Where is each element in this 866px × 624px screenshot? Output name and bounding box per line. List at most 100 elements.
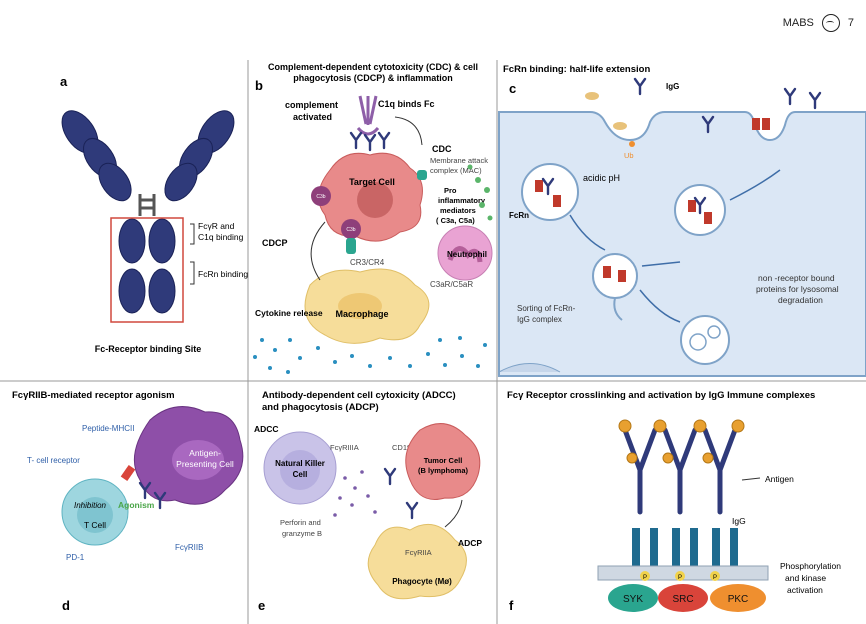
igg-label-c: IgG: [666, 82, 679, 91]
non-receptor-label-3: degradation: [778, 295, 823, 305]
pd1-label: PD-1: [66, 553, 85, 562]
cytokine-dots: [253, 336, 487, 374]
phagocyte-label: Phagocyte (Mø): [392, 577, 452, 586]
src-kinase: [658, 584, 708, 612]
page-number: 7: [847, 17, 854, 29]
phosphorylation-label-3: activation: [787, 585, 823, 595]
panel-c-title: FcRn binding: half-life extension: [503, 64, 650, 75]
panel-b-title-line1: Complement-dependent cytotoxicity (CDC) …: [268, 62, 478, 72]
neutrophil-label: Neutrophil: [447, 250, 487, 259]
panel-a: a FcγR and C1q binding FcRn binding Fc-R…: [60, 74, 248, 354]
acidic-ph-label: acidic pH: [583, 173, 620, 183]
panel-c: FcRn binding: half-life extension c IgG …: [498, 64, 866, 377]
panel-b: Complement-dependent cytotoxicity (CDC) …: [253, 62, 493, 374]
complement-label-1: complement: [285, 100, 338, 110]
c3ar-label: C3aR/C5aR: [430, 280, 473, 289]
c3b-label-2: C3b: [346, 227, 355, 233]
perforin-label-1: Perforin and: [280, 518, 321, 527]
c3b-label-1: C3b: [316, 194, 325, 200]
antigen-spheres: [618, 419, 745, 464]
mac-label-1: Membrane attack: [430, 156, 488, 165]
target-nucleus: [357, 182, 393, 218]
immune-complex: [622, 427, 738, 515]
journal-logo-icon: [821, 14, 840, 32]
ub-label: Ub: [624, 151, 634, 160]
endosome-1: [521, 163, 579, 221]
apc-label-1: Antigen-: [189, 448, 221, 458]
macrophage-label: Macrophage: [335, 309, 388, 319]
perforin-dots: [333, 470, 377, 517]
c1q-molecule: [356, 95, 380, 136]
panel-d-title: FcγRIIB-mediated receptor agonism: [12, 390, 175, 401]
fcgriiia-label: FcγRIIIA: [330, 443, 359, 452]
cytokine-label: Cytokine release: [255, 308, 323, 318]
fcgr-label: FcγR and: [198, 221, 235, 231]
src-label: SRC: [672, 594, 693, 605]
c3b-icon-1: [311, 186, 331, 206]
panel-f: Fcγ Receptor crosslinking and activation…: [507, 390, 841, 613]
fcgriib-label: FcγRIIB: [175, 543, 203, 552]
panel-d: FcγRIIB-mediated receptor agonism Antige…: [12, 390, 244, 613]
adcc-label: ADCC: [254, 424, 279, 434]
phagocyte-cell: [367, 523, 467, 600]
fcrn-label-c: FcRn: [509, 211, 529, 220]
pkc-kinase: [710, 584, 766, 612]
panel-e-title-line2: and phagocytosis (ADCP): [262, 402, 379, 413]
fc-receptors: [632, 528, 738, 566]
panel-letter-f: f: [509, 598, 514, 613]
cr-label: CR3/CR4: [350, 258, 385, 267]
tumor-cell: [405, 423, 481, 500]
p-label-1: P: [643, 575, 647, 581]
c3b-icon-2: [341, 219, 361, 239]
cell-interior: [498, 111, 866, 377]
nk-label-2: Cell: [293, 470, 308, 479]
non-receptor-label-1: non -receptor bound: [758, 273, 835, 283]
peptide-mhcii-label: Peptide-MHCII: [82, 424, 134, 433]
antigen-label: Antigen: [765, 474, 794, 484]
mac-complex-icon: [417, 170, 427, 180]
running-header: MABS 7: [783, 14, 854, 32]
igg-label-f: IgG: [732, 516, 746, 526]
phosphorylation-label-2: and kinase: [785, 573, 826, 583]
trafficking-arrows: [569, 169, 781, 323]
cd19-label: CD19: [392, 443, 411, 452]
pro-inflammatory-label-2: inflammatory: [438, 196, 486, 205]
phospho-sites: P P P: [640, 571, 720, 581]
phosphorylation-label-1: Phosphorylation: [780, 561, 841, 571]
agonism-label: Agonism: [118, 500, 155, 510]
t-cell-label: T Cell: [84, 520, 106, 530]
sorting-label-1: Sorting of FcRn-: [517, 304, 576, 313]
panel-letter-a: a: [60, 74, 68, 89]
panel-e: Antibody-dependent cell cytoxicity (ADCC…: [254, 390, 482, 613]
panel-a-caption: Fc-Receptor binding Site: [95, 344, 202, 354]
tumor-label-1: Tumor Cell: [424, 456, 463, 465]
fcrn-binding-label: FcRn binding: [198, 269, 248, 279]
panel-e-title-line1: Antibody-dependent cell cytoxicity (ADCC…: [262, 390, 456, 401]
panel-letter-e: e: [258, 598, 265, 613]
fc-region-box: [110, 217, 184, 323]
fcgriia-label: FcγRIIA: [405, 548, 432, 557]
endosome-3: [592, 253, 638, 299]
pro-inflammatory-label-3: mediators: [440, 206, 476, 215]
panel-letter-b: b: [255, 78, 263, 93]
c1q-label: C1q binds Fc: [378, 99, 435, 109]
panel-f-title: Fcγ Receptor crosslinking and activation…: [507, 390, 815, 401]
pkc-label: PKC: [728, 594, 749, 605]
panel-letter-c: c: [509, 81, 516, 96]
cdc-label: CDC: [432, 144, 452, 154]
panel-b-title-line2: phagocytosis (CDCP) & inflammation: [293, 73, 453, 83]
p-label-2: P: [678, 575, 682, 581]
journal-name: MABS: [782, 17, 814, 29]
nk-label-1: Natural Killer: [275, 459, 325, 468]
complement-label-2: activated: [293, 112, 332, 122]
panel-letter-d: d: [62, 598, 70, 613]
p-label-3: P: [713, 575, 717, 581]
non-receptor-label-2: proteins for lysosomal: [756, 284, 839, 294]
target-cell-label: Target Cell: [349, 177, 395, 187]
syk-kinase: [608, 584, 658, 612]
cdcp-label: CDCP: [262, 238, 288, 248]
pro-inflammatory-label-1: Pro: [444, 186, 457, 195]
antibody-diagram: [61, 110, 235, 314]
adcp-label: ADCP: [458, 538, 482, 548]
